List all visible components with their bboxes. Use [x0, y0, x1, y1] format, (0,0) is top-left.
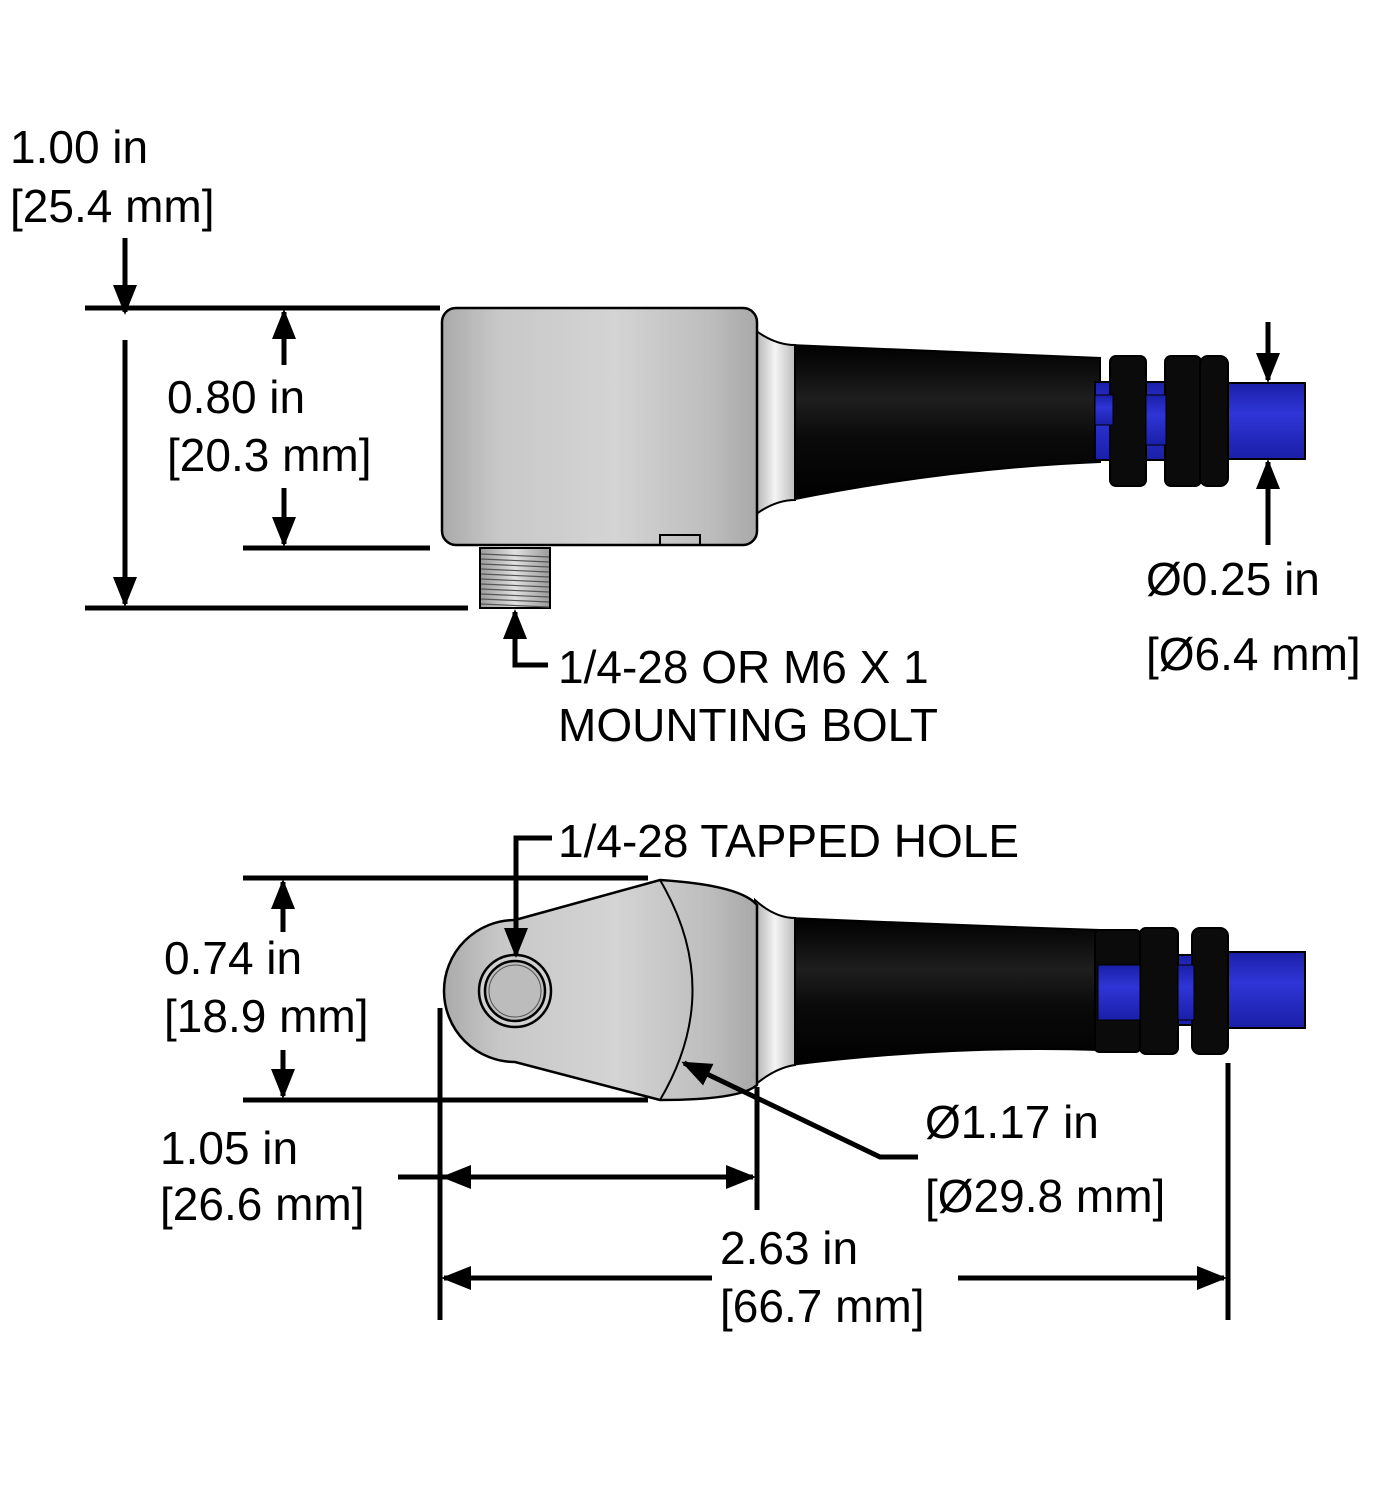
- bolt-thread-line: [480, 603, 550, 608]
- bolt-threads: [480, 553, 550, 608]
- bolt-thread-line: [480, 578, 550, 583]
- bolt-thread-line: [480, 553, 550, 558]
- bolt-callout-line2: MOUNTING BOLT: [558, 699, 938, 751]
- top-housing: [440, 306, 759, 547]
- bolt-callout-line1: 1/4-28 OR M6 X 1: [558, 641, 929, 693]
- overall-length-in: 2.63 in: [720, 1222, 858, 1274]
- bolt-thread-line: [480, 593, 550, 598]
- bolt-thread-line: [480, 568, 550, 573]
- bottom-view: [442, 878, 1306, 1102]
- top-collar: [754, 328, 796, 517]
- bottom-collar: [754, 897, 796, 1088]
- bolt-thread-line: [480, 588, 550, 593]
- top-connector-tip: [1221, 382, 1306, 460]
- labels: 1.00 in [25.4 mm] 0.80 in [20.3 mm] Ø0.2…: [10, 121, 1361, 1332]
- top-rib-1: [1109, 355, 1147, 487]
- cable-diameter-mm: [Ø6.4 mm]: [1146, 628, 1361, 680]
- body-diameter-in: Ø1.17 in: [925, 1096, 1099, 1148]
- top-rib-2: [1164, 355, 1202, 487]
- bottom-view-dimensions: [243, 835, 1231, 1320]
- bolt-thread-line: [480, 598, 550, 603]
- tapped-hole-inner: [483, 959, 547, 1023]
- bottom-connector-tip: [1221, 951, 1306, 1029]
- width-in: 0.74 in: [164, 932, 302, 984]
- bolt-thread-line: [480, 573, 550, 578]
- top-view: [440, 306, 1306, 609]
- bottom-rib-2: [1139, 927, 1179, 1055]
- width-mm: [18.9 mm]: [164, 990, 369, 1042]
- top-rib-3: [1199, 355, 1229, 487]
- body-height-in: 0.80 in: [167, 371, 305, 423]
- cable-diameter-in: Ø0.25 in: [1146, 553, 1320, 605]
- bottom-cable: [789, 916, 1101, 1067]
- bolt-thread-line: [480, 583, 550, 588]
- top-cable: [789, 343, 1101, 502]
- hole-to-body-in: 1.05 in: [160, 1122, 298, 1174]
- bottom-rib-3: [1191, 927, 1229, 1055]
- body-height-mm: [20.3 mm]: [167, 429, 372, 481]
- overall-length-mm: [66.7 mm]: [720, 1280, 925, 1332]
- overall-height-mm: [25.4 mm]: [10, 180, 215, 232]
- body-diameter-mm: [Ø29.8 mm]: [925, 1170, 1165, 1222]
- hole-callout: 1/4-28 TAPPED HOLE: [558, 815, 1019, 867]
- overall-height-in: 1.00 in: [10, 121, 148, 173]
- bolt-thread-line: [480, 558, 550, 563]
- top-mounting-bolt: [479, 547, 551, 609]
- hole-to-body-mm: [26.6 mm]: [160, 1178, 365, 1230]
- top-view-dimensions: [85, 238, 1280, 668]
- bolt-thread-line: [480, 563, 550, 568]
